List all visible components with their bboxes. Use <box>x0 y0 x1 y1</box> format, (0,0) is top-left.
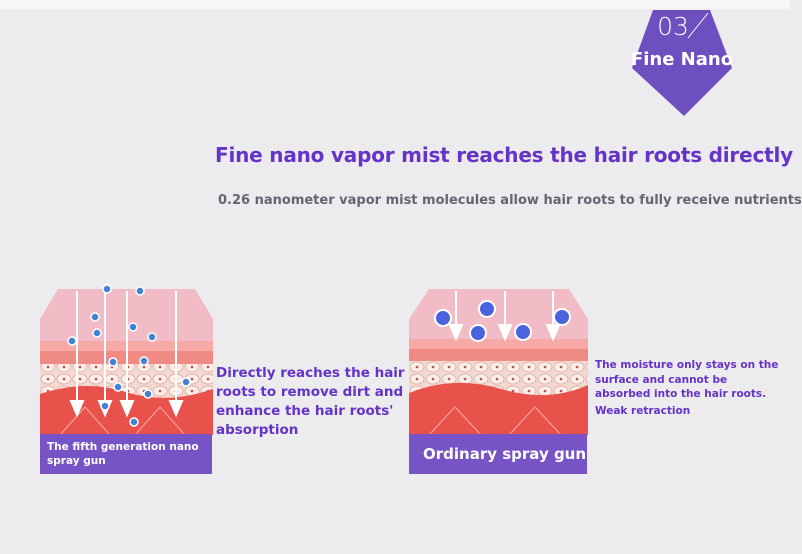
weak-retraction-note: Weak retraction <box>595 405 691 417</box>
nano-skin-diagram <box>40 284 213 436</box>
page-title: Fine nano vapor mist reaches the hair ro… <box>215 143 793 167</box>
ordinary-description: The moisture only stays on the surface a… <box>595 359 779 400</box>
page-subtitle: 0.26 nanometer vapor mist molecules allo… <box>218 193 802 208</box>
nano-spray-caption: The fifth generation nano spray gun <box>40 434 212 474</box>
hexagon-badge-icon <box>632 10 732 116</box>
ordinary-skin-diagram <box>409 289 588 436</box>
badge-label: Fine Nano <box>630 49 734 70</box>
top-band <box>0 0 790 9</box>
nano-description: Directly reaches the hair roots to remov… <box>216 365 405 438</box>
ordinary-spray-caption: Ordinary spray gun <box>409 434 587 474</box>
badge-number: 03 <box>657 12 689 41</box>
